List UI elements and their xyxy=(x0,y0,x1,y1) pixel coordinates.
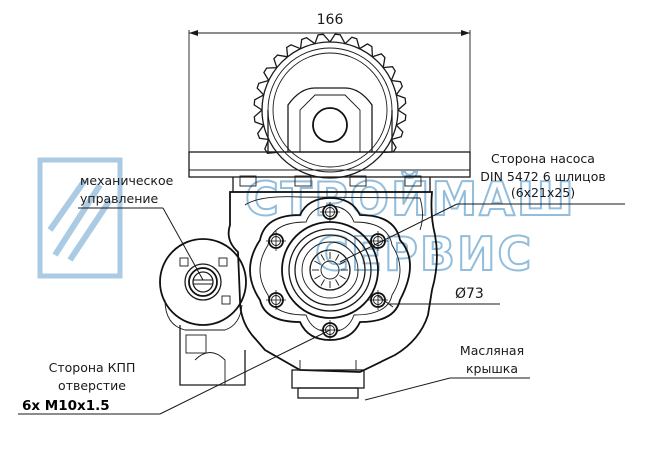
callout-manual-control: механическое управление xyxy=(78,173,204,281)
pump-side-label-1: Сторона насоса xyxy=(491,151,595,166)
manual-control-label-1: механическое xyxy=(80,173,174,188)
gearbox-side-label-1: Сторона КПП xyxy=(49,360,136,375)
bolt-hole xyxy=(266,290,286,310)
bolt-hole xyxy=(320,202,340,222)
oil-cover-label-2: крышка xyxy=(466,361,518,376)
watermark-line2: СЕРВИС xyxy=(315,227,533,281)
dimension-width: 166 xyxy=(188,12,471,152)
spline-tooth xyxy=(320,279,325,286)
pto-housing xyxy=(179,191,438,399)
spline-tooth xyxy=(339,275,346,280)
watermark: СТРОЙМАШ СЕРВИС xyxy=(37,157,576,282)
watermark-logo-frame xyxy=(37,157,123,279)
oil-cover-label-1: Масляная xyxy=(460,343,524,358)
callout-pump-side: Сторона насоса DIN 5472 6 шлицов (6х21х2… xyxy=(339,151,625,263)
diameter-value: Ø73 xyxy=(455,286,484,302)
spline-tooth xyxy=(314,260,321,265)
spline-tooth xyxy=(320,254,325,261)
spline-tooth xyxy=(335,254,340,261)
pump-side-label-2: DIN 5472 6 шлицов xyxy=(480,169,605,184)
bolt-hole xyxy=(368,290,388,310)
bolt-hole xyxy=(266,231,286,251)
dimension-width-value: 166 xyxy=(317,12,344,28)
pump-flange xyxy=(249,197,411,341)
manual-control-label-2: управление xyxy=(80,191,159,206)
watermark-logo-mark xyxy=(47,178,113,262)
callout-oil-cover: Масляная крышка xyxy=(364,343,530,401)
callout-gearbox-side: Сторона КПП отверстие 6х М10х1.5 xyxy=(18,329,331,415)
gearbox-side-label-3: 6х М10х1.5 xyxy=(22,398,110,414)
top-gear xyxy=(253,33,407,179)
manual-control xyxy=(159,238,247,331)
spline-tooth xyxy=(335,279,340,286)
gear-tooth-outline xyxy=(253,33,407,154)
pump-side-label-3: (6х21х25) xyxy=(511,185,575,200)
callout-diameter: Ø73 xyxy=(377,286,500,308)
spline-tooth xyxy=(339,260,346,265)
watermark-line1: СТРОЙМАШ xyxy=(245,172,576,226)
gearbox-side-label-2: отверстие xyxy=(58,378,126,393)
spline-tooth xyxy=(314,275,321,280)
